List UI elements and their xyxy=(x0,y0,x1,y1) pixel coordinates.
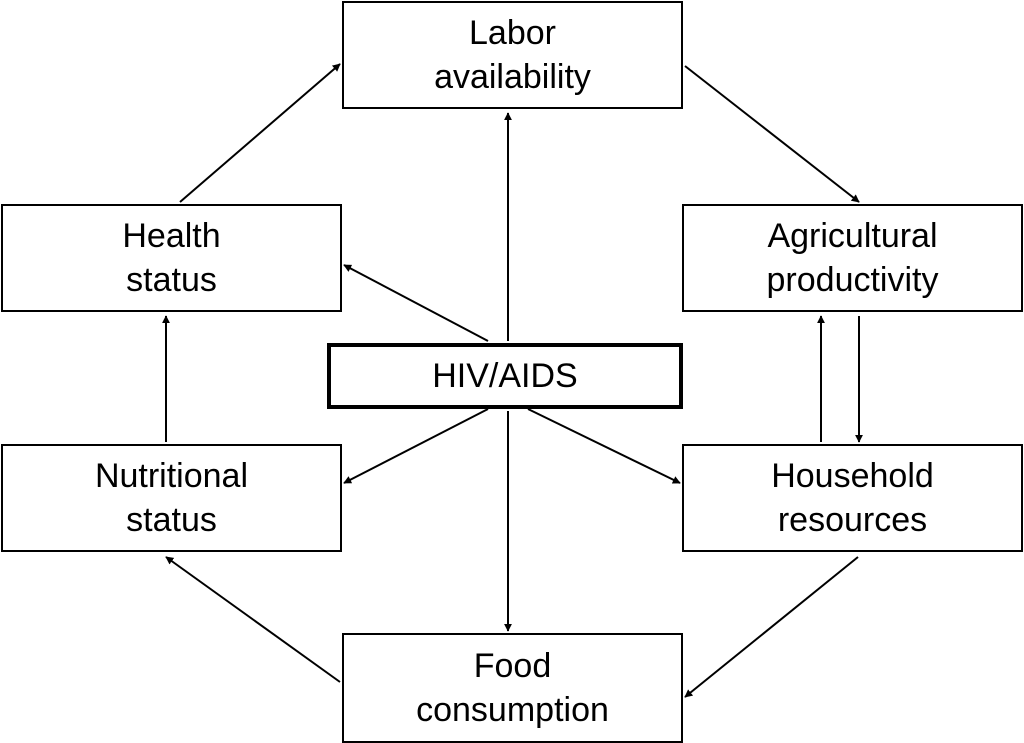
node-label-line: productivity xyxy=(766,261,939,299)
household-resources-node: Household resources xyxy=(682,444,1023,552)
node-label-line: HIV/AIDS xyxy=(432,357,578,395)
node-label-line: Food xyxy=(473,647,552,685)
arrow-labor-to-agricultural xyxy=(684,65,860,203)
node-label-line: Nutritional xyxy=(94,457,249,495)
arrow-hiv-to-household xyxy=(527,408,681,484)
food-consumption-node: Food consumption xyxy=(342,633,683,743)
arrow-health-to-labor xyxy=(179,63,341,203)
node-label-line: Household xyxy=(771,457,934,495)
arrow-household-to-food xyxy=(684,556,859,698)
node-label-line: resources xyxy=(777,501,928,539)
nutritional-status-node: Nutritional status xyxy=(1,444,342,552)
health-status-node: Health status xyxy=(1,204,342,312)
arrow-hiv-to-nutritional xyxy=(343,408,489,484)
hiv-aids-node: HIV/AIDS xyxy=(327,343,683,409)
node-label-line: Labor xyxy=(469,14,556,52)
node-label-line: availability xyxy=(434,58,591,96)
node-label-line: status xyxy=(126,501,217,539)
arrow-food-to-nutritional xyxy=(165,556,341,683)
node-label-line: status xyxy=(126,261,217,299)
labor-availability-node: Labor availability xyxy=(342,1,683,109)
node-label-line: consumption xyxy=(416,691,609,729)
agricultural-productivity-node: Agricultural productivity xyxy=(682,204,1023,312)
node-label-line: Agricultural xyxy=(767,217,938,255)
arrow-hiv-to-health xyxy=(343,264,489,342)
node-label-line: Health xyxy=(122,217,221,255)
